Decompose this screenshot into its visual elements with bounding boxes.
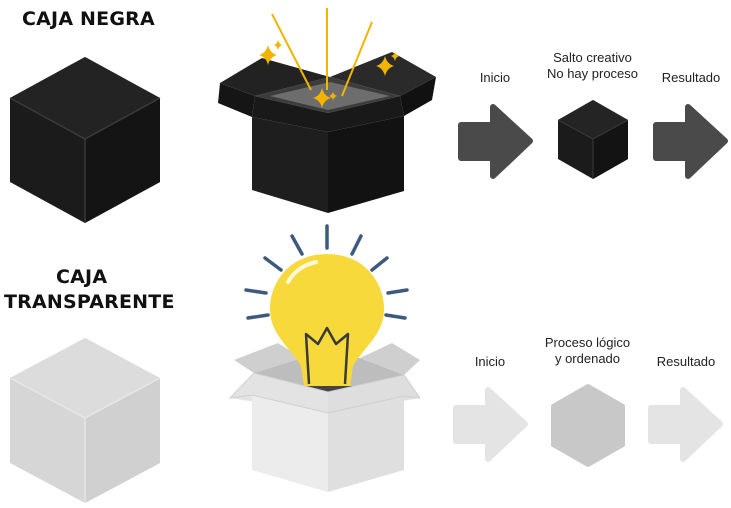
transparent-box-title-line2: TRANSPARENTE xyxy=(4,291,175,313)
black-flow-end-label: Resultado xyxy=(661,70,721,85)
transparent-box-title-line1: CAJA xyxy=(56,266,108,288)
open-grey-box-front xyxy=(228,372,422,492)
sparkle-icon xyxy=(274,40,282,50)
black-box-title: CAJA NEGRA xyxy=(22,8,155,30)
light-rays xyxy=(244,224,409,320)
black-flow-middle-label-line2: No hay proceso xyxy=(546,66,639,81)
small-black-cube xyxy=(557,100,629,179)
sparkle-icons xyxy=(259,40,399,108)
sparkle-icon xyxy=(259,45,277,65)
sparkle-icon xyxy=(376,56,394,76)
transparent-start-arrow xyxy=(453,387,528,462)
sparkle-icon xyxy=(391,52,399,61)
grey-cube xyxy=(9,338,161,503)
transparent-end-arrow xyxy=(648,387,723,462)
black-flow-start-label: Inicio xyxy=(479,70,511,85)
grey-hexagon xyxy=(551,384,625,467)
black-flow-middle-label-line1: Salto creativo xyxy=(553,50,632,65)
sparkle-icon xyxy=(329,92,337,100)
transparent-flow-middle-label-line2: y ordenado xyxy=(554,351,621,366)
open-black-box xyxy=(218,8,436,213)
black-end-arrow xyxy=(653,104,728,179)
transparent-flow-end-label: Resultado xyxy=(656,354,716,369)
black-start-arrow xyxy=(458,104,533,179)
transparent-flow-start-label: Inicio xyxy=(474,354,506,369)
sparkle-icon xyxy=(313,88,331,108)
transparent-flow-middle-label-line1: Proceso lógico xyxy=(544,335,631,350)
black-cube xyxy=(9,57,161,223)
